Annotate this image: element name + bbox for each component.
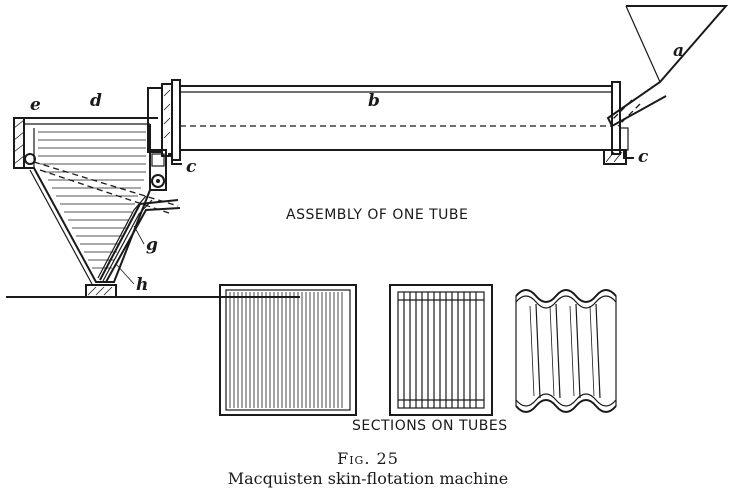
tank-base — [85, 284, 117, 298]
label-g: g — [146, 235, 158, 255]
figure-caption: Macquisten skin-flotation machine — [227, 469, 509, 488]
label-d: d — [90, 91, 102, 111]
flotation-tube — [147, 79, 634, 165]
tube-section-3 — [515, 289, 617, 413]
flotation-tank — [13, 117, 181, 298]
tube-drive-housing — [149, 149, 167, 191]
sections-title: SECTIONS ON TUBES — [352, 418, 508, 434]
label-e: e — [30, 95, 41, 115]
tube-right-collar — [611, 81, 621, 155]
tank-water — [38, 131, 146, 269]
overflow-roller — [24, 153, 36, 165]
outlet-pipe-h — [97, 195, 147, 279]
feed-hopper — [606, 5, 729, 128]
label-a: a — [673, 41, 684, 61]
flotation-machine-diagram: a b c c d e g h ASSEMBLY OF ONE TUBE SEC… — [6, 5, 729, 434]
tube-section-1 — [219, 284, 357, 416]
figure-number: Fig. 25 — [337, 449, 399, 468]
tube-section-2 — [389, 284, 493, 416]
support-c-left — [168, 153, 182, 165]
label-b: b — [368, 91, 380, 111]
label-h: h — [136, 275, 148, 295]
label-c-right: c — [638, 147, 649, 167]
label-c-left: c — [186, 157, 197, 177]
assembly-title: ASSEMBLY OF ONE TUBE — [286, 207, 468, 223]
